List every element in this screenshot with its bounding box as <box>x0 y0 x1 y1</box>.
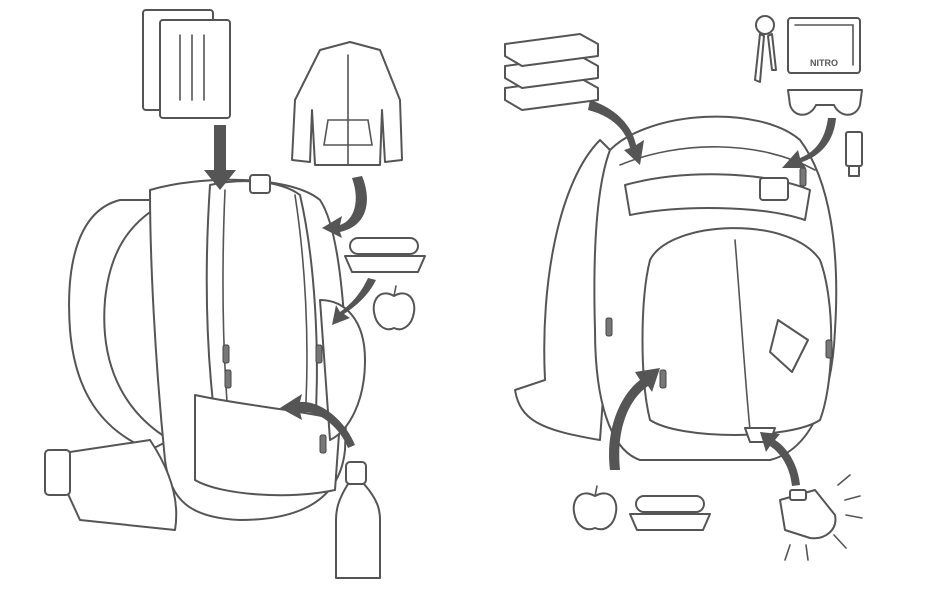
left-bottom-pocket <box>194 394 341 497</box>
arrow-curved-icon <box>782 118 836 168</box>
sunglasses-icon <box>787 89 863 116</box>
right-backpack <box>514 115 838 461</box>
sandwich-icon <box>344 237 426 273</box>
bike-light-icon <box>779 474 863 561</box>
water-bottle-icon <box>335 461 381 579</box>
arrow-curved-icon <box>609 368 660 470</box>
right-shoulder-strap <box>514 139 621 441</box>
arrow-curved-icon <box>588 100 644 165</box>
zipper-pull <box>605 317 613 337</box>
sandwich-icon <box>629 495 711 531</box>
zipper-pull <box>315 344 323 364</box>
apple-icon <box>372 285 416 331</box>
zipper-pull <box>825 339 833 359</box>
apple-icon <box>572 485 618 531</box>
arrow-curved-icon <box>760 432 800 486</box>
usb-stick-icon <box>845 131 863 177</box>
wallet-icon: NITRO <box>787 17 861 74</box>
arrow-down-icon <box>204 125 236 190</box>
hoodie-icon <box>291 41 403 166</box>
arrow-curved-icon <box>332 278 376 325</box>
arrow-curved-icon <box>280 394 355 448</box>
zipper-pull <box>224 369 232 389</box>
notebook-with-pens-icon <box>142 9 231 119</box>
keys-icon <box>754 15 777 83</box>
left-hip-belt <box>49 439 178 531</box>
left-backpack <box>44 174 366 531</box>
wallet-brand-text: NITRO <box>810 58 838 68</box>
zipper-pull <box>319 434 327 454</box>
books-stack-icon <box>504 33 599 111</box>
hip-buckle <box>44 449 71 496</box>
top-handle <box>249 174 271 194</box>
strap-buckle <box>759 177 789 201</box>
zipper-pull <box>222 344 230 364</box>
zipper-pull <box>799 167 807 187</box>
zipper-pull <box>659 369 667 389</box>
arrow-curved-icon <box>322 176 367 238</box>
nitro-logo <box>769 319 809 373</box>
